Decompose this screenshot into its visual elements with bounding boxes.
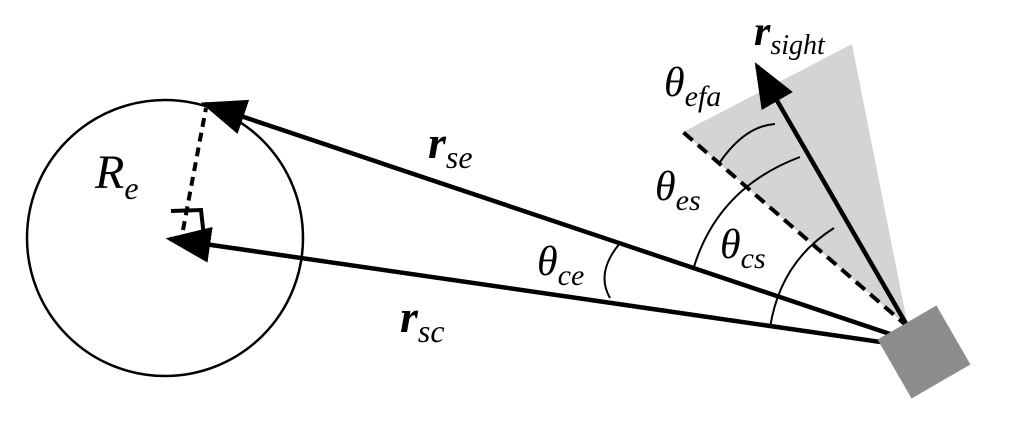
field-of-view-cone bbox=[683, 44, 908, 327]
theta-efa-label: θefa bbox=[664, 60, 721, 113]
r-se-vector bbox=[200, 99, 909, 343]
r-sc-vector bbox=[165, 226, 909, 349]
spacecraft-icon bbox=[877, 305, 971, 399]
theta-es-arc bbox=[692, 156, 801, 271]
earth-circle bbox=[25, 98, 305, 378]
theta-ce-arc bbox=[603, 241, 622, 299]
theta-es-label: θes bbox=[655, 164, 701, 217]
theta-cs-label: θcs bbox=[720, 222, 766, 275]
theta-cs-arc bbox=[769, 227, 835, 329]
r-sight-vector bbox=[754, 62, 910, 329]
theta-ce-label: θce bbox=[537, 239, 584, 292]
r-se-label: rse bbox=[428, 117, 473, 175]
theta-efa-arc bbox=[719, 123, 776, 163]
r-sight-label: rsight bbox=[754, 9, 826, 61]
earth-radius-label: Re bbox=[94, 146, 139, 206]
r-sc-label: rsc bbox=[400, 291, 445, 349]
earth-edge-dashed-line bbox=[681, 130, 910, 329]
